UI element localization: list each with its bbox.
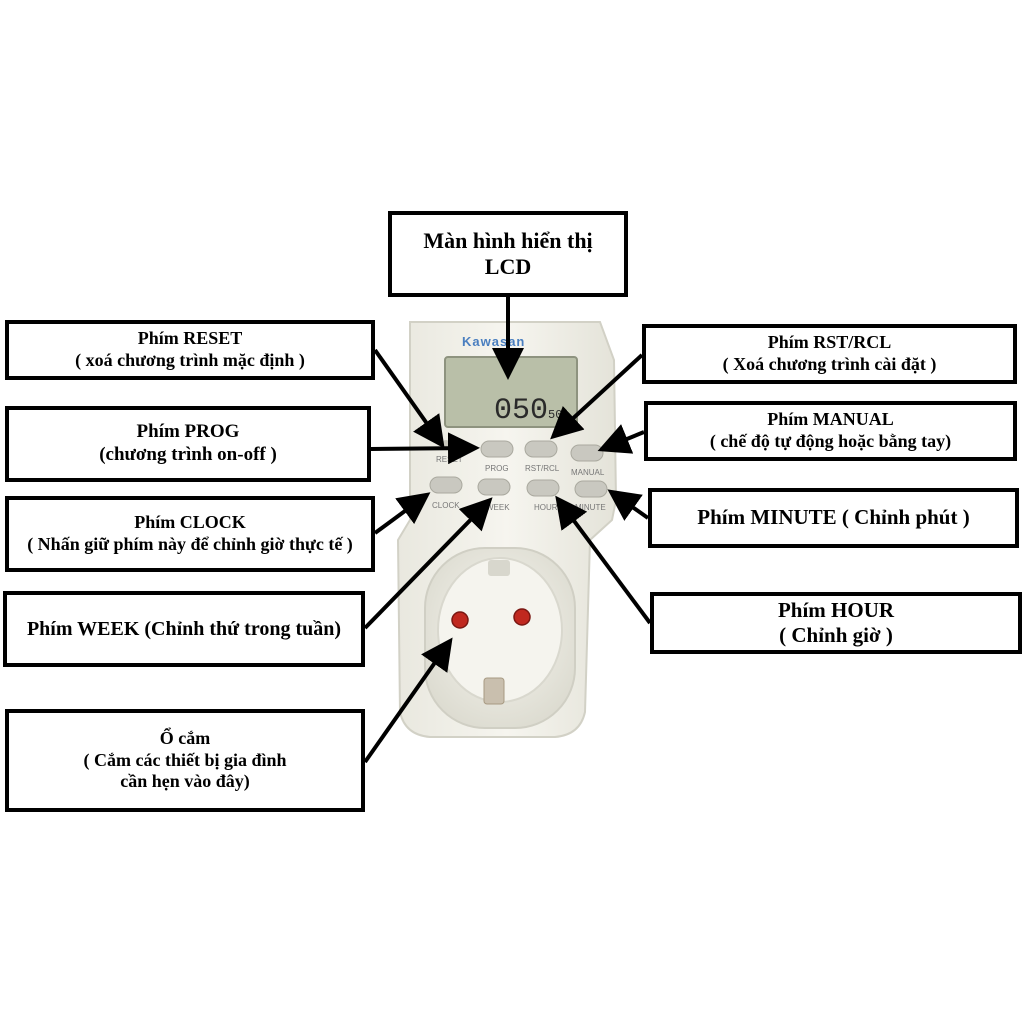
socket-callout: Ổ cắm ( Cắm các thiết bị gia đình cần hẹ…	[5, 709, 365, 812]
brand-logo: Kawasan	[462, 334, 525, 349]
clock-button[interactable]	[429, 476, 463, 494]
lcd-digits: 050	[494, 394, 548, 428]
week-button[interactable]	[477, 478, 511, 496]
lcd-seconds: 50	[548, 408, 562, 422]
minute-button[interactable]	[574, 480, 608, 498]
rst-rcl-button[interactable]	[524, 440, 558, 458]
manual-callout: Phím MANUAL ( chế độ tự động hoặc bằng t…	[644, 401, 1017, 461]
manual-button[interactable]	[570, 444, 604, 462]
clock-callout-line1: Phím CLOCK	[134, 512, 246, 533]
minute-callout: Phím MINUTE ( Chỉnh phút )	[648, 488, 1019, 548]
clock-callout: Phím CLOCK ( Nhấn giữ phím này để chỉnh …	[5, 496, 375, 572]
manual-callout-line1: Phím MANUAL	[767, 409, 894, 430]
lcd-callout-line2: LCD	[484, 254, 532, 279]
reset-button[interactable]	[441, 440, 451, 450]
lcd-callout-line1: Màn hình hiển thị	[423, 227, 593, 253]
socket-bottom-clip	[483, 677, 505, 705]
rst-rcl-callout-line2: ( Xoá chương trình cài đặt )	[722, 354, 937, 374]
lcd-callout: Màn hình hiển thị LCD	[388, 211, 628, 297]
clock-callout-line2: ( Nhấn giữ phím này để chỉnh giờ thực tế…	[27, 534, 353, 554]
prog-button[interactable]	[480, 440, 514, 458]
reset-callout-line2: ( xoá chương trình mặc định )	[75, 350, 305, 370]
rst-rcl-button-label: RST/RCL	[525, 464, 560, 473]
reset-button-label: RESET	[436, 455, 463, 464]
socket-callout-line1: Ổ cắm	[159, 728, 211, 749]
prog-callout-line2: (chương trình on-off )	[99, 444, 277, 465]
reset-callout-line1: Phím RESET	[137, 328, 243, 349]
socket-callout-line2: ( Cắm các thiết bị gia đình	[83, 749, 287, 770]
hour-callout: Phím HOUR ( Chỉnh giờ )	[650, 592, 1022, 654]
manual-callout-line2: ( chế độ tự động hoặc bằng tay)	[709, 431, 952, 451]
hour-button-label: HOUR	[534, 503, 558, 512]
reset-callout: Phím RESET ( xoá chương trình mặc định )	[5, 320, 375, 380]
socket-pin-right	[513, 608, 531, 626]
socket-top-clip	[488, 560, 510, 576]
rst-rcl-callout-line1: Phím RST/RCL	[767, 332, 892, 353]
prog-callout: Phím PROG (chương trình on-off )	[5, 406, 371, 482]
hour-callout-line2: ( Chỉnh giờ )	[779, 623, 893, 647]
clock-button-label: CLOCK	[432, 501, 460, 510]
hour-callout-line1: Phím HOUR	[777, 597, 895, 622]
rst-rcl-callout: Phím RST/RCL ( Xoá chương trình cài đặt …	[642, 324, 1017, 384]
prog-button-label: PROG	[485, 464, 509, 473]
socket-pin-left	[451, 611, 469, 629]
minute-button-label: MINUTE	[575, 503, 606, 512]
prog-callout-line1: Phím PROG	[136, 421, 240, 443]
week-button-label: WEEK	[486, 503, 510, 512]
minute-callout-line1: Phím MINUTE ( Chỉnh phút )	[697, 505, 970, 530]
week-callout: Phím WEEK (Chỉnh thứ trong tuần)	[3, 591, 365, 667]
manual-button-label: MANUAL	[571, 468, 605, 477]
week-callout-line1: Phím WEEK (Chỉnh thứ trong tuần)	[26, 618, 342, 640]
hour-button[interactable]	[526, 479, 560, 497]
socket-callout-line3: cần hẹn vào đây)	[120, 771, 250, 792]
